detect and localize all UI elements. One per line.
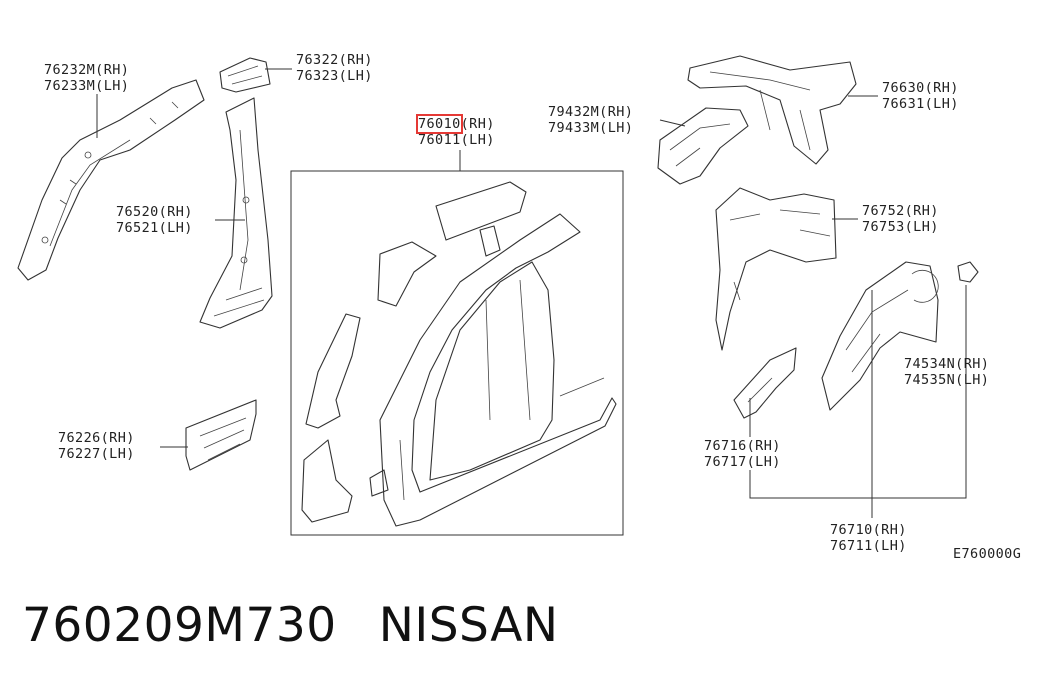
- assembly-frame: [290, 170, 624, 536]
- callout-76752-rh: 76752(RH): [862, 203, 939, 219]
- part-76232-pillar: [17, 79, 205, 281]
- callout-76630[interactable]: 76630(RH) 76631(LH): [882, 80, 959, 112]
- part-76716-bracket: [733, 347, 797, 419]
- callout-76226[interactable]: 76226(RH) 76227(LH): [58, 430, 135, 462]
- callout-76232-lh: 76233M(LH): [44, 78, 130, 94]
- callout-76520-lh: 76521(LH): [116, 220, 193, 236]
- callout-76232[interactable]: 76232M(RH) 76233M(LH): [44, 62, 129, 94]
- callout-79432[interactable]: 79432M(RH) 79433M(LH): [548, 104, 633, 136]
- callout-76710[interactable]: 76710(RH) 76711(LH): [830, 522, 907, 554]
- callout-79432-lh: 79433M(LH): [548, 120, 634, 136]
- callout-76716-lh: 76717(LH): [704, 454, 781, 470]
- callout-76232-rh: 76232M(RH): [44, 62, 130, 78]
- callout-76710-rh: 76710(RH): [830, 522, 907, 538]
- callout-76752[interactable]: 76752(RH) 76753(LH): [862, 203, 939, 235]
- callout-76010[interactable]: 76010(RH) 76011(LH): [416, 114, 495, 148]
- callout-79432-rh: 79432M(RH): [548, 104, 634, 120]
- highlighted-part-76010[interactable]: 76010: [416, 114, 463, 134]
- footer-caption: 760209M730 NISSAN: [22, 598, 559, 653]
- part-76710-wheelhouse: [821, 261, 939, 411]
- callout-76226-lh: 76227(LH): [58, 446, 135, 462]
- leader-lines: [96, 68, 967, 518]
- part-79432-bracket: [657, 107, 749, 185]
- callout-76630-lh: 76631(LH): [882, 96, 959, 112]
- callout-76322[interactable]: 76322(RH) 76323(LH): [296, 52, 373, 84]
- callout-74534-lh: 74535N(LH): [904, 372, 990, 388]
- callout-76716-rh: 76716(RH): [704, 438, 781, 454]
- part-76520-pillar: [199, 97, 273, 329]
- diagram-reference-code: E760000G: [953, 546, 1022, 562]
- callout-76710-lh: 76711(LH): [830, 538, 907, 554]
- callout-76322-rh: 76322(RH): [296, 52, 373, 68]
- part-76010-side-assembly: [301, 181, 617, 527]
- footer-brand: NISSAN: [378, 598, 559, 653]
- part-76322-bracket: [219, 57, 271, 93]
- callout-76226-rh: 76226(RH): [58, 430, 135, 446]
- footer-part-number: 760209M730: [22, 598, 337, 653]
- callout-76752-lh: 76753(LH): [862, 219, 939, 235]
- callout-76716[interactable]: 76716(RH) 76717(LH): [704, 438, 781, 470]
- part-76630-member: [687, 55, 857, 165]
- callout-76010-suffix: (RH): [460, 116, 495, 132]
- part-76226-plate: [185, 399, 257, 471]
- callout-74534-rh: 74534N(RH): [904, 356, 990, 372]
- callout-76322-lh: 76323(LH): [296, 68, 373, 84]
- part-74534-bracket: [957, 261, 979, 283]
- callout-76520[interactable]: 76520(RH) 76521(LH): [116, 204, 193, 236]
- callout-76520-rh: 76520(RH): [116, 204, 193, 220]
- callout-76630-rh: 76630(RH): [882, 80, 959, 96]
- callout-76010-lh: 76011(LH): [418, 132, 495, 148]
- callout-74534[interactable]: 74534N(RH) 74535N(LH): [904, 356, 989, 388]
- part-76752-wheelhouse: [715, 187, 837, 351]
